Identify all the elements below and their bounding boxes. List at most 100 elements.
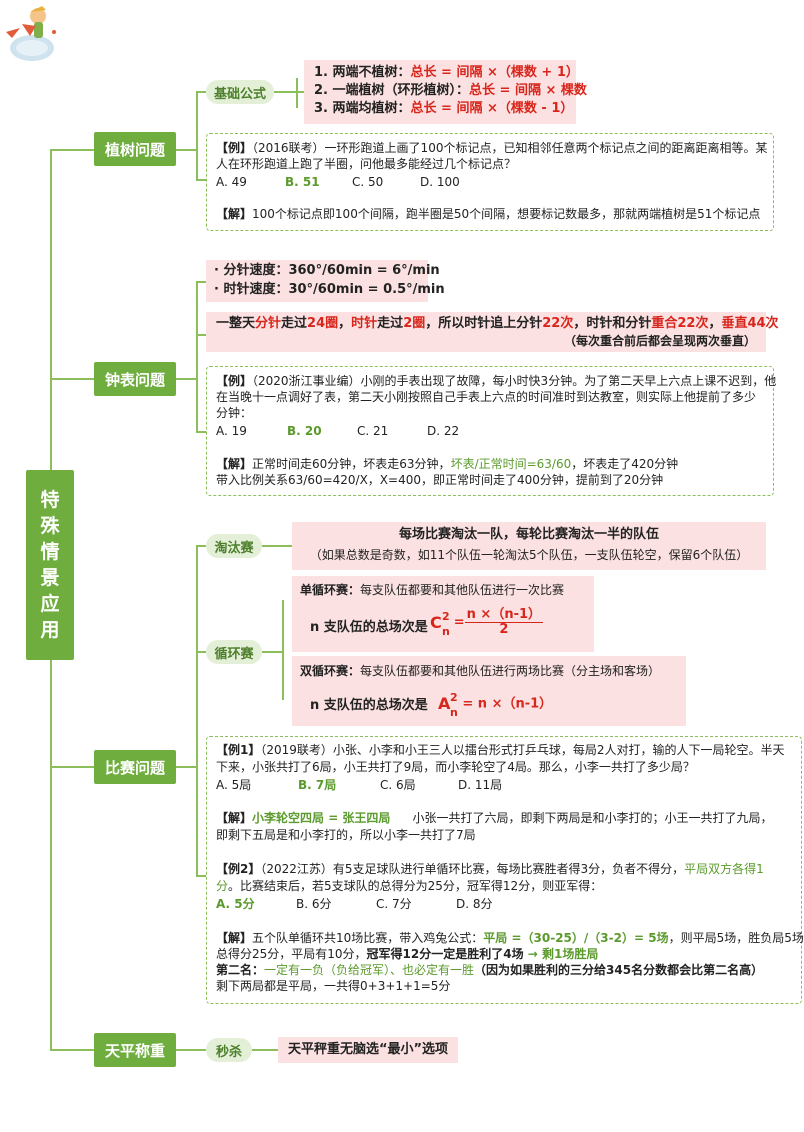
example-line: 人在环形跑道上跑了半圈，问他最多能经过几个标记点？ bbox=[216, 157, 517, 171]
single-round-desc: 单循环赛：每支队伍都要和其他队伍进行一次比赛 bbox=[300, 583, 565, 597]
connector bbox=[196, 281, 206, 283]
connector bbox=[176, 149, 196, 151]
knockout-title: 每场比赛淘汰一队，每轮比赛淘汰一半的队伍 bbox=[398, 527, 659, 542]
balance-tip-box bbox=[278, 1037, 458, 1063]
double-round-box bbox=[292, 656, 686, 726]
solution-line: 【解】正常时间走60分钟，坏表走63分钟，坏表/正常时间=63/60，坏表走了4… bbox=[216, 457, 679, 471]
root-char: 情 bbox=[40, 541, 60, 563]
example-line: 分钟： bbox=[216, 406, 253, 420]
solution-line: 即剩下五局是和小李打的，所以小李一共打了7局 bbox=[216, 828, 476, 842]
pill-round-robin: 循环赛 bbox=[206, 640, 262, 664]
daily-line: 一整天分针走过24圈，时针走过2圈，所以时针追上分针22次，时针和分针重合22次… bbox=[216, 316, 779, 331]
pill-quick-kill: 秒杀 bbox=[206, 1038, 252, 1062]
connector bbox=[176, 766, 196, 768]
clock-example-box bbox=[206, 366, 774, 496]
example-line: 分。比赛结束后，若5支球队的总得分为25分，冠军得12分，则亚军得： bbox=[216, 879, 603, 893]
formula-line: 3. 两端均植树：总长 = 间隔 ×（棵数 - 1） bbox=[314, 101, 574, 116]
formula-box bbox=[304, 60, 576, 124]
speed-line: · 分针速度：360°/60min = 6°/min bbox=[214, 263, 440, 278]
connector bbox=[196, 334, 206, 336]
category-clock: 钟表问题 bbox=[94, 362, 176, 396]
example-line: 【例】（2016联考）一环形跑道上画了100个标记点，已知相邻任意两个标记点之间… bbox=[216, 141, 768, 155]
connector bbox=[196, 431, 206, 433]
formula-line: 1. 两端不植树：总长 = 间隔 ×（棵数 + 1） bbox=[314, 65, 579, 80]
connector bbox=[252, 1049, 278, 1051]
example-line: 【例2】（2022江苏）有5支足球队进行单循环比赛，每场比赛胜者得3分，负者不得… bbox=[216, 862, 764, 876]
root-char: 应 bbox=[40, 593, 60, 615]
solution-line: 总得分25分，平局有10分，冠军得12分一定是胜利了4场 → 剩1场胜局 bbox=[216, 947, 599, 961]
connector bbox=[196, 875, 206, 877]
connector bbox=[282, 600, 284, 700]
connector bbox=[50, 766, 94, 768]
balance-tip: 天平秤重无脑选“最小”选项 bbox=[287, 1042, 449, 1057]
solution-line: 【解】小李轮空四局 = 张王四局小张一共打了六局，即剩下两局是和小李打的；小王一… bbox=[216, 811, 773, 825]
pill-basic-formula: 基础公式 bbox=[206, 80, 274, 104]
solution-line: 剩下两局都是平局，一共得0+3+1+1=5分 bbox=[216, 979, 451, 993]
daily-note: （每次重合前后都会呈现两次垂直） bbox=[563, 334, 756, 348]
example-line: 下来，小张共打了6局，小王共打了9局，而小李轮空了4局。那么，小李一共打了多少局… bbox=[216, 760, 695, 774]
option-correct: B. 20 bbox=[287, 424, 322, 438]
solution-line: 带入比例关系63/60=420/X，X=400，即正常时间走了400分钟，提前到… bbox=[216, 473, 664, 487]
connector bbox=[274, 91, 304, 93]
planting-example-box bbox=[206, 133, 774, 231]
example-line: 【例1】（2019联考）小张、小李和小王三人以擂台形式打乒乓球，每局2人对打，输… bbox=[216, 743, 785, 757]
connector bbox=[196, 545, 206, 547]
knockout-note: （如果总数是奇数，如11个队伍一轮淘汰5个队伍，一支队伍轮空，保留6个队伍） bbox=[309, 548, 749, 562]
example-line: 【例】（2020浙江事业编）小刚的手表出现了故障，每小时快3分钟。为了第二天早上… bbox=[216, 374, 777, 388]
connector bbox=[176, 1049, 206, 1051]
solution-line: 【解】100个标记点即100个间隔，跑半圈是50个间隔，想要标记数最多，那就两端… bbox=[216, 207, 761, 221]
single-round-box bbox=[292, 576, 594, 652]
connector bbox=[196, 179, 206, 181]
root-char: 特 bbox=[40, 489, 60, 511]
connector bbox=[196, 92, 198, 180]
solution-line: 第二名：一定有一负（负给冠军）、也必定有一胜（因为如果胜利的三分给345名分数都… bbox=[216, 963, 764, 977]
example-line: 在当晚十一点调好了表，第二天小刚按照自己手表上六点的时间准时到达教室，则实际上他… bbox=[216, 390, 757, 404]
solution-line: 【解】五个队单循环共10场比赛，带入鸡兔公式：平局 =（30-25）/（3-2）… bbox=[216, 931, 804, 945]
match-example-box bbox=[206, 736, 802, 1004]
little-prince-logo bbox=[2, 2, 72, 64]
option: D. 100 bbox=[420, 175, 460, 189]
connector bbox=[196, 91, 206, 93]
connector bbox=[196, 282, 198, 432]
root-char: 殊 bbox=[40, 515, 60, 537]
option: D. 22 bbox=[427, 424, 460, 438]
double-round-formula-label: n 支队伍的总场次是 bbox=[310, 698, 428, 713]
connector bbox=[296, 78, 298, 108]
category-planting: 植树问题 bbox=[94, 132, 176, 166]
pill-knockout: 淘汰赛 bbox=[206, 534, 262, 558]
connector bbox=[262, 545, 292, 547]
root-char: 用 bbox=[40, 619, 60, 641]
connector bbox=[176, 378, 196, 380]
option: C. 7分 bbox=[376, 897, 412, 911]
formula-line: 2. 一端植树（环形植树）：总长 = 间隔 × 棵数 bbox=[314, 83, 587, 98]
option: B. 6分 bbox=[296, 897, 332, 911]
knockout-box bbox=[292, 522, 766, 570]
connector bbox=[262, 651, 282, 653]
option: C. 50 bbox=[352, 175, 384, 189]
connector bbox=[196, 651, 206, 653]
option: A. 5局 bbox=[216, 778, 252, 792]
option: A. 49 bbox=[216, 175, 247, 189]
option: A. 19 bbox=[216, 424, 247, 438]
connector bbox=[50, 1049, 94, 1051]
single-round-formula-label: n 支队伍的总场次是 bbox=[310, 620, 428, 635]
root-char: 景 bbox=[40, 567, 60, 589]
double-round-desc: 双循环赛：每支队伍都要和其他队伍进行两场比赛（分主场和客场） bbox=[300, 664, 661, 678]
option: D. 11局 bbox=[458, 778, 503, 792]
connector bbox=[50, 378, 94, 380]
connector bbox=[196, 546, 198, 876]
speed-box bbox=[206, 260, 428, 302]
connector bbox=[50, 149, 94, 151]
root-node: 特 殊 情 景 应 用 bbox=[26, 470, 74, 660]
category-balance: 天平称重 bbox=[94, 1033, 176, 1067]
category-match: 比赛问题 bbox=[94, 750, 176, 784]
option-correct: B. 51 bbox=[285, 175, 320, 189]
option: C. 21 bbox=[357, 424, 389, 438]
fraction: n ×（n-1）2 bbox=[464, 607, 544, 637]
daily-box bbox=[206, 312, 766, 352]
speed-line: · 时针速度：30°/60min = 0.5°/min bbox=[214, 282, 445, 297]
